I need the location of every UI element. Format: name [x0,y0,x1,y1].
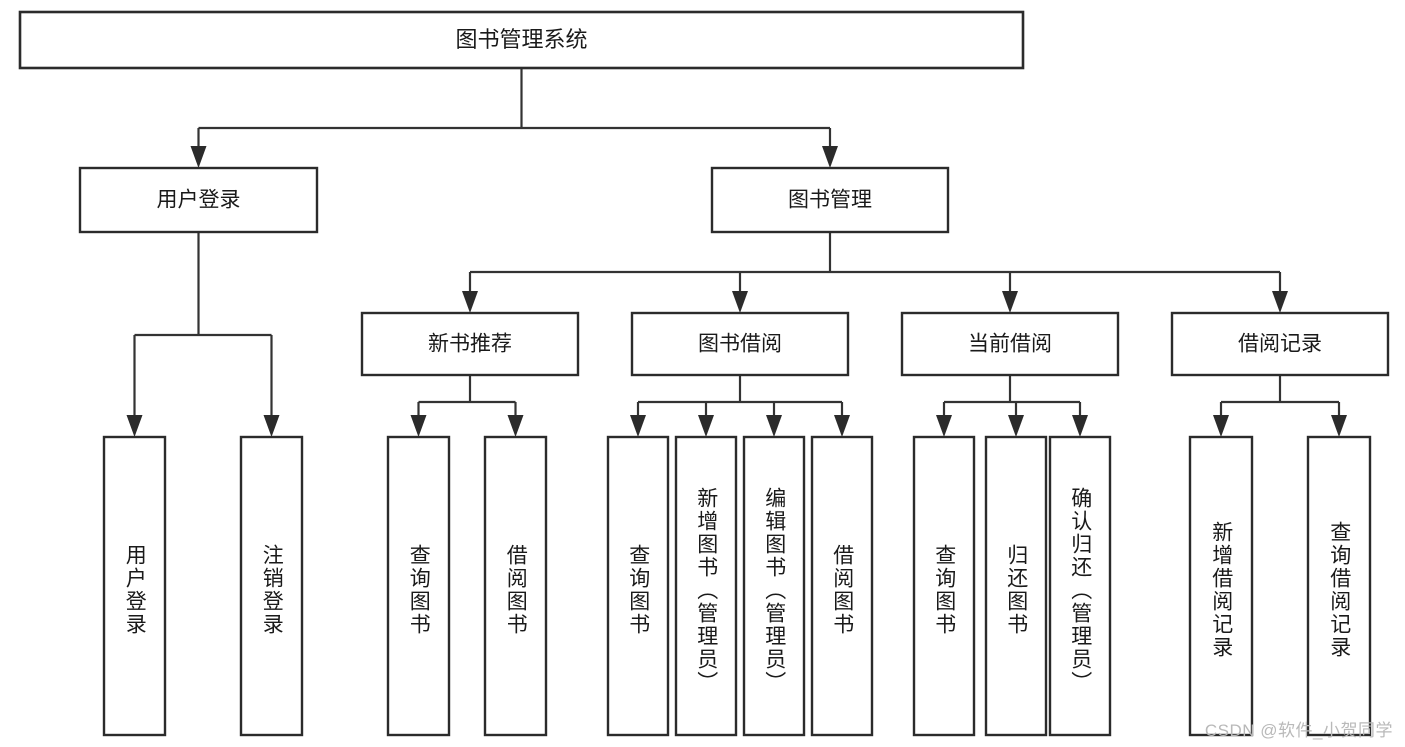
node-leaf-query-book-current[interactable] [912,435,976,737]
node-box-book-borrow[interactable] [630,311,850,377]
node-leaf-add-book-admin[interactable] [674,435,738,737]
node-user-login[interactable]: 用户登录 [78,166,319,234]
node-leaf-return-book[interactable] [984,435,1048,737]
node-box-leaf-query-book-borrow[interactable] [606,435,670,737]
node-leaf-edit-book-admin[interactable] [742,435,806,737]
arrow-head-icon [507,415,524,437]
arrow-head-icon [1272,291,1288,313]
node-box-leaf-query-borrow-record[interactable] [1306,435,1372,737]
node-box-user-login[interactable] [78,166,319,234]
node-borrow-record[interactable]: 借阅记录 [1170,311,1390,377]
node-leaf-add-borrow-record[interactable] [1188,435,1254,737]
arrow-head-icon [822,146,838,168]
connector-user-login [126,232,280,437]
node-label-book-borrow: 图书借阅 [698,333,782,356]
node-box-leaf-edit-book-admin[interactable] [742,435,806,737]
arrow-head-icon [1002,291,1018,313]
arrow-head-icon [1213,415,1229,437]
node-current-borrow[interactable]: 当前借阅 [900,311,1120,377]
node-label-new-book-recommend: 新书推荐 [428,333,512,356]
node-label-current-borrow: 当前借阅 [968,333,1052,356]
node-box-leaf-add-book-admin[interactable] [674,435,738,737]
node-leaf-borrow-book[interactable] [810,435,874,737]
connector-borrow-record [1213,375,1347,437]
node-box-leaf-return-book[interactable] [984,435,1048,737]
connector-current-borrow [936,375,1088,437]
node-box-borrow-record[interactable] [1170,311,1390,377]
node-box-leaf-query-book-current[interactable] [912,435,976,737]
connector-root [190,68,838,168]
node-box-new-book-recommend[interactable] [360,311,580,377]
node-label-borrow-record: 借阅记录 [1238,333,1322,356]
arrow-head-icon [190,146,207,168]
node-leaf-confirm-return-admin[interactable] [1048,435,1112,737]
arrow-head-icon [126,415,143,437]
node-root[interactable]: 图书管理系统 [18,10,1025,70]
arrow-head-icon [1331,415,1347,437]
node-label-book-manage: 图书管理 [788,189,872,212]
node-leaf-query-book-borrow[interactable] [606,435,670,737]
arrow-head-icon [766,415,782,437]
arrow-head-icon [936,415,952,437]
connector-book-borrow [630,375,850,437]
node-leaf-query-book-recommend[interactable] [386,435,451,737]
arrow-head-icon [462,291,478,313]
node-label-root: 图书管理系统 [455,27,587,52]
node-new-book-recommend[interactable]: 新书推荐 [360,311,580,377]
node-leaf-user-logout[interactable] [239,435,304,737]
node-leaf-borrow-book-recommend[interactable] [483,435,548,737]
node-box-leaf-confirm-return-admin[interactable] [1048,435,1112,737]
arrow-head-icon [732,291,748,313]
node-box-leaf-borrow-book[interactable] [810,435,874,737]
arrow-head-icon [263,415,280,437]
node-leaf-query-borrow-record[interactable] [1306,435,1372,737]
arrow-head-icon [410,415,427,437]
node-box-root[interactable] [18,10,1025,70]
node-box-leaf-user-login[interactable] [102,435,167,737]
arrow-head-icon [1008,415,1024,437]
connector-new-book-recommend [410,375,524,437]
node-label-user-login: 用户登录 [157,189,241,212]
node-book-borrow[interactable]: 图书借阅 [630,311,850,377]
arrow-head-icon [1072,415,1088,437]
node-box-leaf-query-book-recommend[interactable] [386,435,451,737]
node-box-leaf-user-logout[interactable] [239,435,304,737]
connector-book-manage [462,232,1288,313]
arrow-head-icon [698,415,714,437]
node-box-leaf-add-borrow-record[interactable] [1188,435,1254,737]
arrow-head-icon [630,415,646,437]
node-box-leaf-borrow-book-recommend[interactable] [483,435,548,737]
node-leaf-user-login[interactable] [102,435,167,737]
edges-layer [126,68,1347,437]
node-box-book-manage[interactable] [710,166,950,234]
node-book-manage[interactable]: 图书管理 [710,166,950,234]
node-box-current-borrow[interactable] [900,311,1120,377]
arrow-head-icon [834,415,850,437]
